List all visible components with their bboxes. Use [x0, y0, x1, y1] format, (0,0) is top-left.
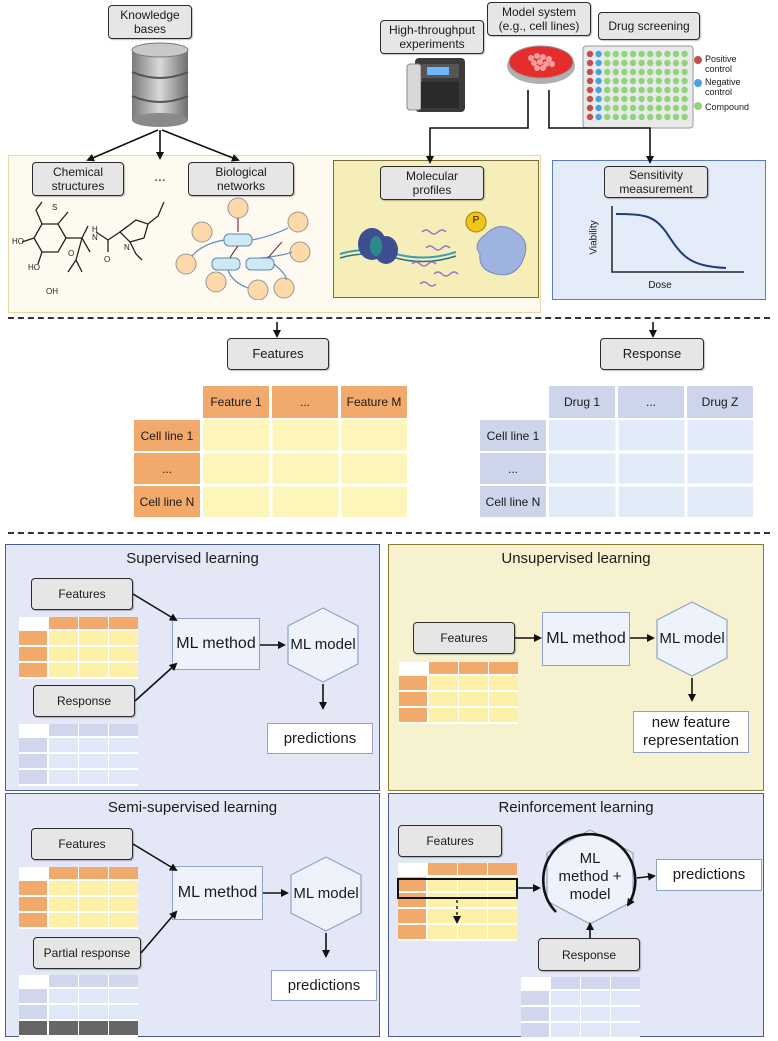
response-col-1: Drug 1 [549, 386, 615, 418]
chemical-structures-label: Chemical structures [32, 162, 124, 196]
molecular-profiles-label: Molecular profiles [380, 166, 484, 200]
semi-ml-model: ML model [289, 855, 363, 933]
supervised-response-mini [19, 724, 138, 786]
model-system-label: Model system (e.g., cell lines) [487, 2, 591, 36]
feature-col-3: Feature M [341, 386, 407, 418]
reinforcement-ml-method-model: ML method + model [545, 828, 635, 926]
semi-features-label: Features [31, 828, 133, 860]
sensitivity-measurement-label: Sensitivity measurement [604, 166, 708, 198]
svg-text:H: H [92, 225, 98, 234]
phospho-label: P [472, 215, 480, 226]
svg-text:O: O [104, 255, 110, 264]
response-row-1: Cell line 1 [480, 420, 546, 451]
biological-networks-label: Biological networks [188, 162, 294, 196]
supervised-features-label: Features [31, 578, 133, 610]
unsupervised-ml-method: ML method [542, 612, 630, 666]
semi-features-mini [19, 867, 138, 929]
dose-axis-label: Dose [648, 280, 672, 291]
svg-text:N: N [124, 243, 130, 252]
sequencer-icon [406, 58, 465, 112]
svg-text:N: N [92, 233, 98, 242]
semi-partial-response-label: Partial response [33, 937, 141, 969]
supervised-features-mini [19, 617, 138, 679]
supervised-ml-method: ML method [172, 618, 260, 670]
supervised-response-label: Response [33, 685, 135, 717]
legend-negative: Negative control [705, 77, 741, 97]
reinforcement-features-label: Features [398, 825, 502, 857]
reinforcement-title: Reinforcement learning [498, 799, 654, 816]
reinforcement-response-label: Response [538, 938, 640, 971]
response-row-2: ... [480, 453, 546, 484]
unsupervised-title: Unsupervised learning [501, 550, 651, 567]
response-row-3: Cell line N [480, 486, 546, 517]
semi-supervised-title: Semi-supervised learning [107, 799, 278, 816]
response-label: Response [600, 338, 704, 370]
unsupervised-features-mini [399, 662, 518, 724]
unsupervised-new-representation: new feature representation [633, 711, 749, 753]
database-icon [131, 42, 189, 127]
chemical-structure-icon: S HO HO O OH H N O N [12, 201, 165, 296]
response-col-3: Drug Z [687, 386, 753, 418]
ellipsis-label: ... [154, 168, 166, 184]
supervised-ml-model-label: ML model [290, 636, 356, 653]
separator-bottom [8, 532, 770, 534]
semi-ml-method: ML method [172, 866, 263, 920]
svg-text:HO: HO [28, 263, 40, 272]
response-col-2: ... [618, 386, 684, 418]
plate-legend-dots [694, 56, 702, 110]
features-matrix-grid [203, 420, 407, 517]
reinforcement-predictions: predictions [656, 859, 762, 891]
feature-col-2: ... [272, 386, 338, 418]
supervised-title: Supervised learning [126, 550, 259, 567]
svg-text:OH: OH [46, 287, 58, 296]
feature-row-1: Cell line 1 [134, 420, 200, 451]
supervised-predictions: predictions [267, 723, 373, 754]
response-matrix-grid [549, 420, 753, 517]
petri-dish-icon [507, 45, 575, 84]
well-plate-icon [582, 45, 694, 129]
feature-row-3: Cell line N [134, 486, 200, 517]
molecular-profiles-icon [339, 211, 527, 287]
svg-text:HO: HO [12, 237, 24, 246]
separator-top [8, 317, 770, 319]
semi-ml-model-label: ML model [293, 885, 359, 902]
unsupervised-ml-model-label: ML model [659, 630, 725, 647]
legend-compound: Compound [705, 102, 750, 112]
reinforcement-ml-label: ML method + model [558, 850, 622, 903]
svg-text:O: O [68, 249, 74, 258]
semi-response-mini [19, 975, 138, 1037]
dose-response-curve [611, 206, 744, 273]
feature-col-1: Feature 1 [203, 386, 269, 418]
unsupervised-features-label: Features [413, 622, 515, 654]
biological-network-icon [175, 197, 311, 300]
legend-positive: Positive control [705, 54, 737, 74]
svg-text:S: S [52, 203, 57, 212]
high-throughput-label: High-throughput experiments [380, 20, 484, 54]
unsupervised-ml-model: ML model [655, 600, 729, 678]
features-label: Features [227, 338, 329, 370]
reinforcement-response-mini [521, 977, 640, 1039]
drug-screening-label: Drug screening [598, 12, 700, 40]
semi-predictions: predictions [271, 970, 377, 1001]
knowledge-bases-label: Knowledge bases [108, 5, 192, 39]
feature-row-2: ... [134, 453, 200, 484]
supervised-ml-model: ML model [286, 606, 360, 684]
